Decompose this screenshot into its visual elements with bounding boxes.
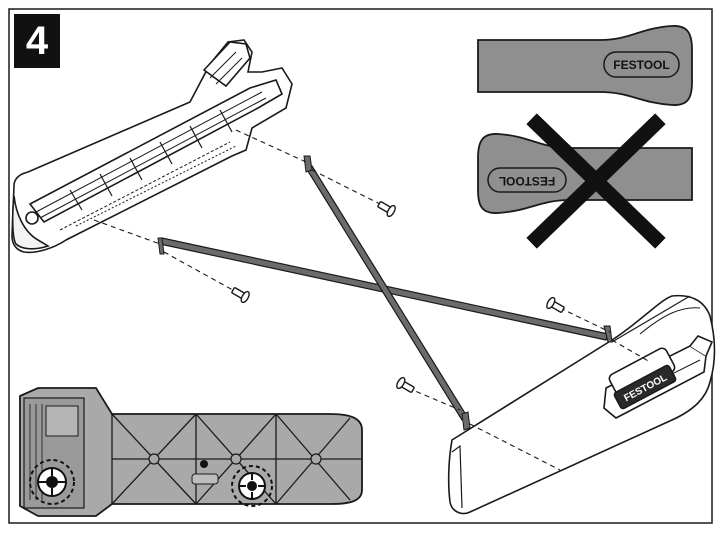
screw-icon (231, 287, 250, 304)
left-fence-rail (11, 39, 293, 254)
step-number-badge: 4 (14, 14, 60, 68)
alignment-guides (93, 129, 651, 471)
underside-plate (19, 387, 363, 517)
incorrect-logo-text: FESTOOL (499, 174, 555, 188)
right-fence-rail: FESTOOL (447, 294, 716, 515)
correct-logo-text: FESTOOL (613, 58, 669, 72)
strut-b (303, 155, 471, 431)
screw-icon (546, 296, 565, 313)
dial-icon (231, 465, 273, 507)
rail-logo-badge (613, 364, 677, 410)
x-cross-icon (526, 113, 666, 249)
dial-icon (29, 459, 75, 505)
screw-icon (396, 376, 415, 393)
screw-icon (377, 201, 396, 218)
incorrect-orientation-plate: FESTOOL (477, 113, 693, 249)
correct-orientation-plate: FESTOOL (477, 25, 693, 106)
incorrect-logo-badge (487, 167, 567, 193)
correct-logo-badge (603, 51, 680, 78)
diagram-frame (8, 8, 713, 524)
